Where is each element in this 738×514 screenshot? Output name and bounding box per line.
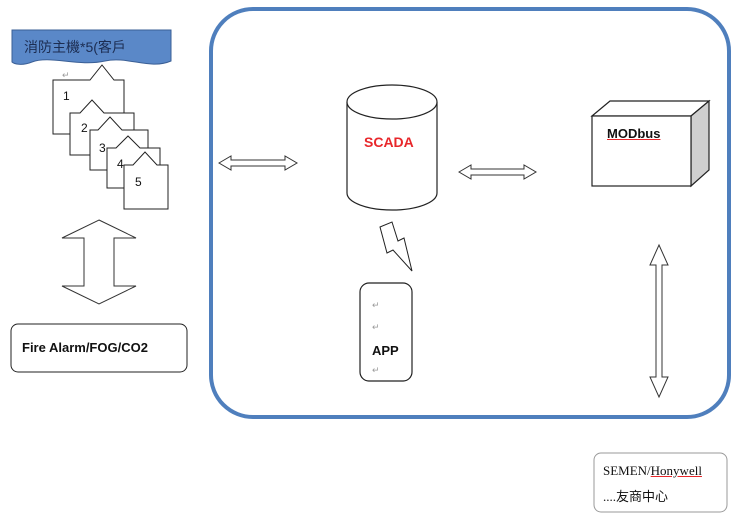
host-banner-shape — [11, 29, 172, 65]
paragraph-mark: ↵ — [372, 365, 380, 375]
fire-alarm-box — [10, 323, 188, 373]
app-label: APP — [372, 343, 399, 358]
partners-honywell: Honywell — [650, 463, 702, 478]
host-number-4: 4 — [117, 157, 124, 171]
partners-prefix: SEMEN/ — [603, 463, 651, 478]
vertical-double-arrow-right — [649, 243, 669, 399]
host-number-5: 5 — [135, 175, 142, 189]
app-device-outline — [359, 282, 413, 382]
horizontal-double-arrow-host-system — [218, 155, 298, 171]
paragraph-mark: ↵ — [62, 70, 70, 80]
host-banner-label: 消防主機*5(客戶 — [24, 39, 126, 55]
host-number-3: 3 — [99, 141, 106, 155]
host-number-1: 1 — [63, 89, 70, 103]
fire-alarm-label: Fire Alarm/FOG/CO2 — [22, 340, 148, 355]
horizontal-double-arrow-scada-modbus — [458, 164, 537, 180]
host-number-2: 2 — [81, 121, 88, 135]
wireless-lightning-icon — [379, 221, 413, 272]
modbus-label: MODbus — [607, 126, 661, 141]
partners-box — [593, 452, 728, 513]
scada-cylinder — [346, 84, 438, 211]
partners-line-2: ....友商中心 — [603, 489, 669, 504]
modbus-box — [590, 99, 711, 188]
paragraph-mark: ↵ — [372, 322, 380, 332]
scada-label: SCADA — [364, 134, 414, 150]
host-panel-5 — [123, 151, 169, 210]
paragraph-mark: ↵ — [372, 300, 380, 310]
scada-system-boundary — [209, 7, 731, 419]
vertical-double-arrow-left — [61, 219, 137, 305]
host-panel-stack — [52, 64, 169, 210]
partners-line-1: SEMEN/Honywell — [603, 463, 702, 479]
